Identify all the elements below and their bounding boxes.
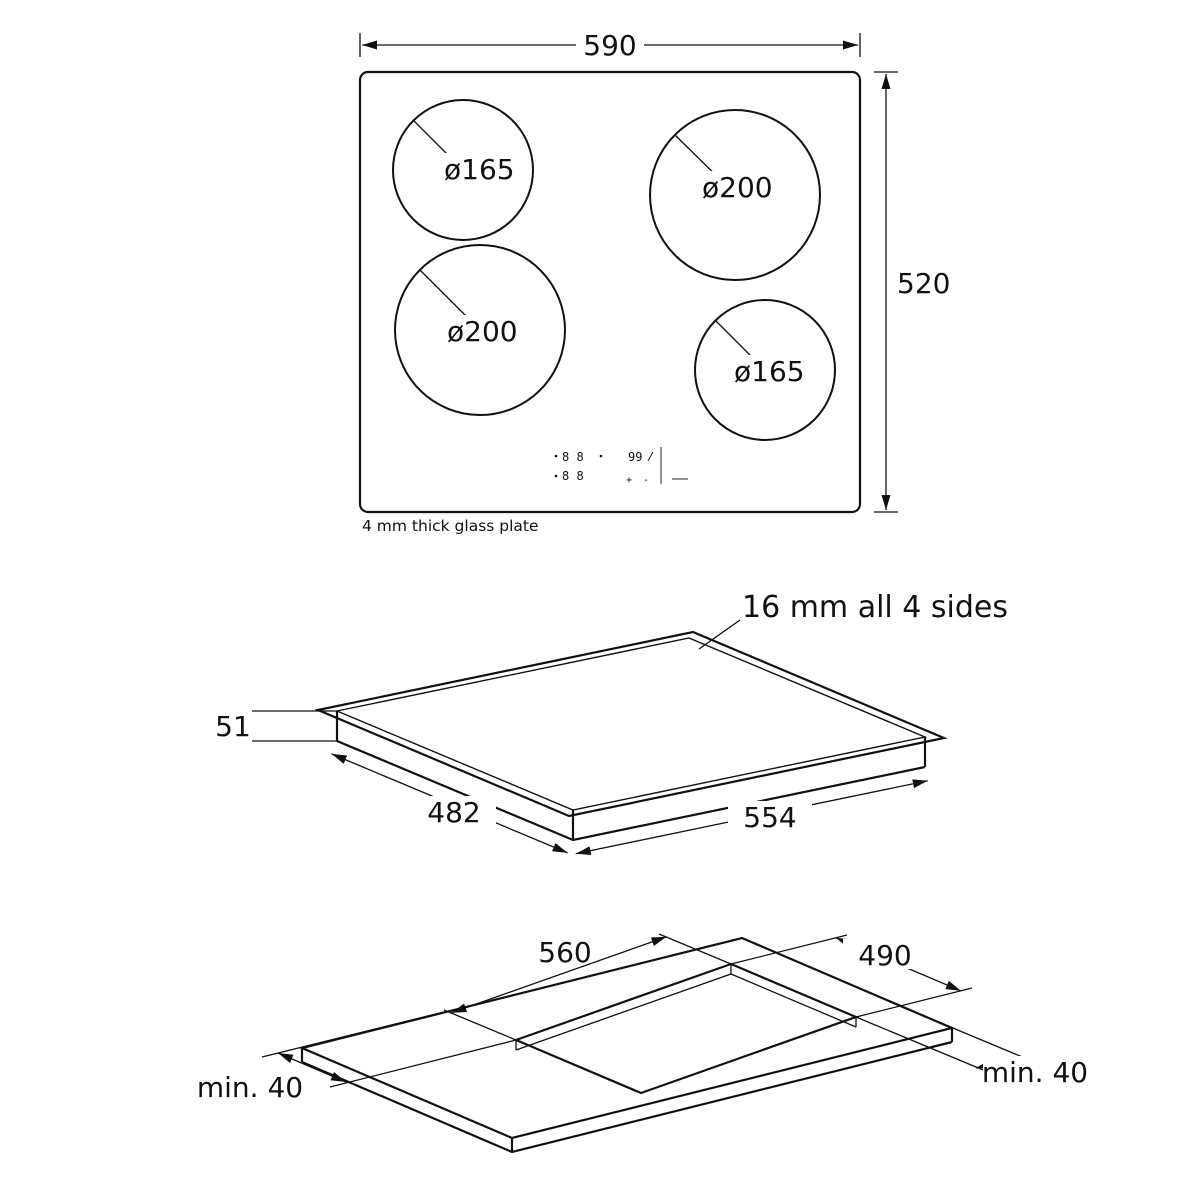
display-left-bottom: 8 8 (562, 469, 584, 483)
label-backplate (731, 355, 809, 386)
height-dimension: 520 (874, 71, 950, 513)
clearance-right-label: min. 40 (982, 1056, 1088, 1089)
body-width-dimension: 554 (575, 779, 928, 856)
top-view: 590 520 ø165 ø200 ø200 (358, 28, 950, 535)
cutout-depth-label: 490 (858, 939, 911, 972)
glass-plate-outline (314, 630, 948, 818)
label-backplate (843, 939, 927, 969)
cutout-width-dimension: 560 (443, 933, 732, 1041)
cutout-view: 560 490 min. 40 min. 40 (197, 933, 1088, 1154)
plus-key-label: + (626, 475, 632, 486)
worktop-bottom-edges (301, 1040, 953, 1154)
burner-diameter-label: ø200 (702, 171, 773, 204)
burner-top-right: ø200 (649, 109, 821, 281)
display-timer: 99 (628, 450, 642, 464)
indicator-dot (554, 454, 558, 458)
extension-line (730, 934, 848, 965)
indicator-dot (554, 474, 558, 478)
body-depth-label: 482 (427, 796, 480, 829)
burner-circle (394, 244, 566, 416)
label-backplate (728, 801, 812, 833)
label-backplate (441, 153, 519, 184)
extension-line (658, 933, 732, 965)
burner-bottom-right: ø165 (694, 299, 836, 441)
cutout-inner-wall (515, 973, 857, 1051)
label-backplate (444, 315, 528, 346)
hob-outline (358, 70, 862, 514)
cutout-depth-dimension: 490 (730, 934, 973, 1018)
body-width-label: 554 (743, 801, 796, 834)
build-in-height-dimension: 51 (215, 710, 337, 743)
burner-bottom-left: ø200 (394, 244, 566, 416)
clearance-left-dimension: min. 40 (197, 1010, 517, 1104)
indicator-dot (599, 454, 603, 458)
clearance-right-dimension: min. 40 (855, 1005, 1088, 1089)
extension-line (329, 1039, 517, 1088)
dimension-line (451, 936, 667, 1014)
label-backplate (699, 171, 783, 202)
burner-diameter-label: ø165 (734, 355, 805, 388)
width-dimension: 590 (359, 28, 861, 62)
cutout-hole-outline (512, 962, 860, 1095)
control-panel: 8 8 8 8 99 + - (554, 447, 688, 486)
minus-key-label: - (643, 475, 649, 486)
label-backplate (198, 1071, 302, 1103)
body-depth-dimension: 482 (331, 753, 568, 854)
underside-view: 16 mm all 4 sides 51 482 554 (215, 590, 1008, 856)
label-backplate (412, 796, 496, 828)
overhang-leader-line (698, 619, 741, 650)
dimension-line (277, 1052, 347, 1083)
burner-diameter-label: ø165 (444, 153, 515, 186)
display-left-top: 8 8 (562, 450, 584, 464)
width-dimension-label: 590 (583, 29, 636, 62)
burner-circle (649, 109, 821, 281)
label-backplate (576, 28, 644, 61)
clearance-left-label: min. 40 (197, 1071, 303, 1104)
extension-line (855, 987, 973, 1018)
overhang-note-label: 16 mm all 4 sides (742, 590, 1008, 625)
label-backplate (983, 1056, 1087, 1088)
panel-mark (647, 451, 654, 462)
extension-line (261, 1010, 449, 1058)
build-in-height-label: 51 (215, 710, 251, 743)
burner-diameter-label: ø200 (447, 315, 518, 348)
height-dimension-label: 520 (897, 267, 950, 300)
glass-thickness-caption: 4 mm thick glass plate (362, 517, 539, 535)
extension-line (443, 1009, 517, 1041)
burner-top-left: ø165 (392, 99, 534, 241)
burner-circle (392, 99, 534, 241)
burner-circle (694, 299, 836, 441)
cutout-width-label: 560 (538, 936, 591, 969)
